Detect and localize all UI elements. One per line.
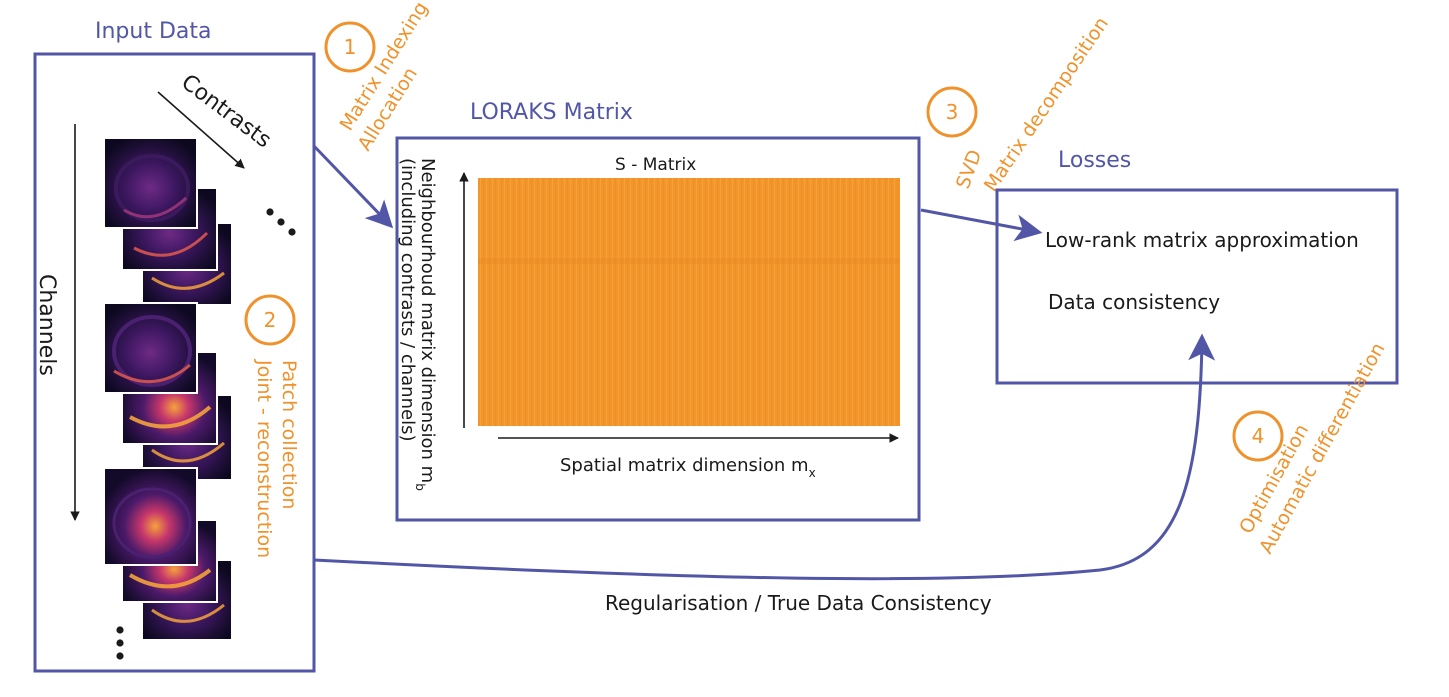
step-2-line2: Joint - reconstruction bbox=[253, 359, 275, 558]
mri-stack-2 bbox=[103, 302, 233, 481]
step-2-line1: Patch collection bbox=[278, 360, 300, 509]
loss-data-consistency: Data consistency bbox=[1048, 290, 1220, 314]
input-data-title: Input Data bbox=[95, 19, 212, 44]
contrasts-arrow bbox=[157, 91, 245, 169]
regularisation-label: Regularisation / True Data Consistency bbox=[605, 591, 992, 615]
y-axis-label-line2: (including contrasts / channels) bbox=[397, 158, 418, 441]
step-4-number: 4 bbox=[1252, 424, 1265, 448]
arrow-regularisation-curve bbox=[313, 333, 1216, 581]
input-data-box bbox=[33, 52, 316, 673]
arrow-matrix-to-losses bbox=[920, 208, 1043, 242]
s-matrix-title: S - Matrix bbox=[615, 155, 696, 175]
arrow-input-to-matrix bbox=[312, 144, 394, 229]
step-3-number: 3 bbox=[946, 100, 959, 124]
x-axis-label: Spatial matrix dimension mx bbox=[560, 455, 816, 480]
losses-title: Losses bbox=[1058, 148, 1131, 173]
step-1-badge bbox=[324, 21, 376, 73]
step-2-number: 2 bbox=[264, 308, 277, 332]
channels-ellipsis-icon bbox=[116, 626, 124, 660]
step-4-badge bbox=[1232, 410, 1284, 462]
losses-box bbox=[995, 188, 1399, 385]
mri-stack-1 bbox=[103, 137, 233, 306]
step-2-badge bbox=[244, 294, 296, 346]
channels-label: Channels bbox=[34, 274, 59, 376]
contrasts-ellipsis-icon bbox=[266, 208, 296, 236]
loraks-matrix-title: LORAKS Matrix bbox=[470, 100, 633, 125]
s-matrix-band bbox=[478, 258, 900, 264]
step-1-number: 1 bbox=[344, 35, 357, 59]
loss-low-rank: Low-rank matrix approximation bbox=[1045, 228, 1359, 252]
mri-stack-3 bbox=[103, 467, 233, 641]
loraks-matrix-box bbox=[395, 136, 921, 522]
y-axis-subscript: b bbox=[413, 483, 427, 491]
step-3-badge bbox=[926, 86, 978, 138]
x-axis-subscript: x bbox=[809, 466, 816, 480]
y-axis-label-line1: Neighbourhoud matrix dimension mb bbox=[413, 158, 438, 491]
s-matrix-heatmap bbox=[478, 178, 900, 426]
